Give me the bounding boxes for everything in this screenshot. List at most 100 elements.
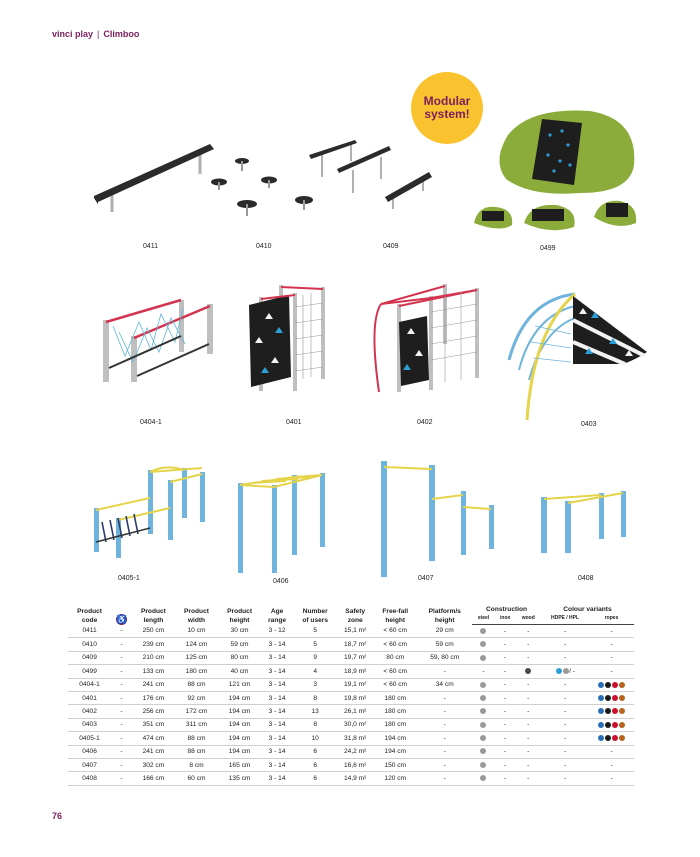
cell-inox: - — [494, 745, 516, 759]
cell-inox: - — [494, 624, 516, 639]
cell-product-code: 0405-1 — [68, 731, 112, 746]
brand-name: vinci play — [52, 29, 94, 39]
cell-steel — [472, 624, 495, 639]
cell-steel — [472, 718, 495, 733]
header-accessibility: ♿ — [111, 605, 132, 625]
cell-hdpe-hpl: - — [540, 651, 590, 666]
cell-users: 6 — [293, 771, 338, 786]
cell-age-range: 3 - 14 — [261, 731, 294, 746]
cell-length: 176 cm — [131, 691, 175, 706]
cell-free-fall: 180 cm — [373, 704, 418, 719]
cell-accessibility: - — [111, 691, 132, 706]
cell-width: 311 cm — [174, 718, 219, 733]
header-construction: Construction — [486, 606, 528, 613]
subheader-ropes: ropes — [589, 614, 634, 625]
header-separator: | — [97, 29, 100, 39]
cell-age-range: 3 - 14 — [261, 718, 294, 733]
cell-accessibility: - — [111, 745, 132, 759]
steel-dot-icon — [480, 694, 487, 701]
steel-dot-icon — [480, 654, 487, 661]
cell-accessibility: - — [111, 678, 132, 692]
cell-steel — [472, 758, 495, 773]
rope-colour-dot-icon — [612, 681, 619, 688]
cell-inox: - — [494, 771, 516, 786]
colour-dot-icon — [562, 668, 569, 675]
cell-product-code: 0407 — [68, 758, 112, 773]
cell-inox: - — [494, 637, 516, 652]
cell-accessibility: - — [111, 718, 132, 733]
cell-hdpe-hpl: - — [540, 637, 590, 652]
cell-inox: - — [494, 718, 516, 733]
cell-inox: - — [494, 758, 516, 773]
cell-length: 166 cm — [131, 771, 175, 786]
cell-steel — [472, 678, 495, 692]
product-code-label: 0401 — [286, 419, 302, 426]
page-header: vinci play|Climboo — [52, 29, 139, 39]
cell-height: 194 cm — [218, 745, 262, 759]
cell-accessibility: - — [111, 624, 132, 639]
cell-wood: - — [515, 691, 541, 706]
cell-accessibility: - — [111, 651, 132, 666]
cell-width: 125 cm — [174, 651, 219, 666]
cell-length: 241 cm — [131, 745, 175, 759]
cell-ropes — [589, 718, 634, 733]
cell-length: 133 cm — [131, 664, 175, 679]
cell-safety-zone: 24,2 m² — [337, 745, 374, 759]
cell-height: 80 cm — [218, 651, 262, 666]
cell-steel — [472, 651, 495, 666]
cell-hdpe-hpl: - — [540, 745, 590, 759]
cell-free-fall: 180 cm — [373, 718, 418, 733]
cell-width: 180 cm — [174, 664, 219, 679]
wheelchair-icon: ♿ — [115, 613, 127, 625]
cell-width: 88 cm — [174, 745, 219, 759]
product-code-label: 0404-1 — [140, 419, 162, 426]
cell-ropes: - — [589, 758, 634, 773]
cell-steel — [472, 731, 495, 746]
cell-ropes: - — [589, 637, 634, 652]
cell-platform: - — [417, 718, 473, 733]
cell-ropes: - — [589, 651, 634, 666]
cell-platform: - — [417, 704, 473, 719]
cell-wood — [515, 664, 541, 679]
cell-safety-zone: 19,1 m² — [337, 678, 374, 692]
cell-product-code: 0409 — [68, 651, 112, 666]
cell-wood: - — [515, 731, 541, 746]
cell-safety-zone: 18,9 m² — [337, 664, 374, 679]
cell-platform: - — [417, 771, 473, 786]
cell-accessibility: - — [111, 637, 132, 652]
cell-hdpe-hpl: - — [540, 758, 590, 773]
cell-wood: - — [515, 637, 541, 652]
cell-inox: - — [494, 678, 516, 692]
steel-dot-icon — [480, 627, 487, 634]
cell-age-range: 3 - 14 — [261, 704, 294, 719]
cell-accessibility: - — [111, 664, 132, 679]
cell-hdpe-hpl: - — [540, 718, 590, 733]
cell-free-fall: 180 cm — [373, 691, 418, 706]
steel-dot-icon — [480, 748, 487, 755]
table-subheader-row: steel inox wood HDPE / HPL ropes — [68, 614, 634, 625]
cell-free-fall: 194 cm — [373, 731, 418, 746]
rope-colour-dot-icon — [612, 735, 619, 742]
product-code-label: 0411 — [143, 243, 159, 250]
cell-width: 124 cm — [174, 637, 219, 652]
cell-product-code: 0402 — [68, 704, 112, 719]
cell-users: 6 — [293, 745, 338, 759]
rope-colour-dot-icon — [612, 708, 619, 715]
steel-dot-icon — [480, 721, 487, 728]
product-image-0405-1 — [94, 466, 205, 558]
product-image-0404-1 — [103, 298, 213, 382]
product-image-0401 — [249, 285, 325, 391]
cell-height: 194 cm — [218, 691, 262, 706]
cell-steel — [472, 771, 495, 786]
cell-product-code: 0401 — [68, 691, 112, 706]
cell-width: 8 cm — [174, 758, 219, 773]
cell-free-fall: < 60 cm — [373, 637, 418, 652]
